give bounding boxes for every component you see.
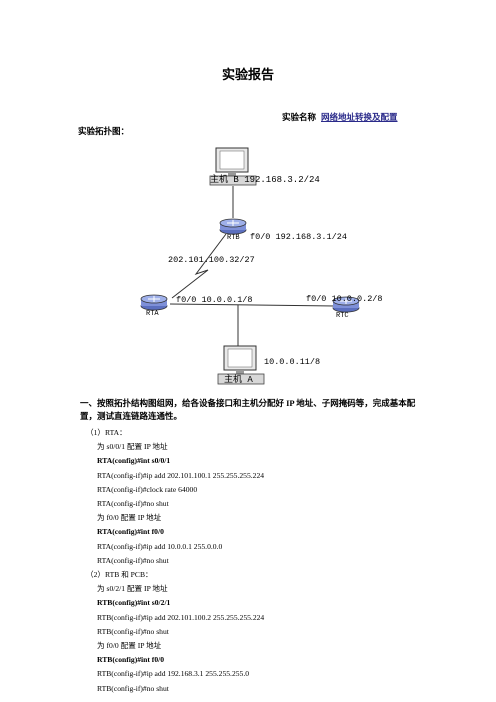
config-command-line: RTB(config-if)#no shut xyxy=(97,626,169,636)
config-command-line: 为 s0/2/1 配置 IP 地址 xyxy=(97,584,168,594)
config-command-line: 为 s0/0/1 配置 IP 地址 xyxy=(97,442,168,452)
config-command-line: RTA(config-if)#ip add 10.0.0.1 255.0.0.0 xyxy=(97,541,223,551)
host-b-computer-icon xyxy=(209,147,257,186)
config-command-line: RTA(config-if)#ip add 202.101.100.1 255.… xyxy=(97,470,265,480)
config-command-line: RTA(config)#int f0/0 xyxy=(97,527,164,537)
config-command-line: RTA(config-if)#no shut xyxy=(97,555,169,565)
host-a-label: 主机 A xyxy=(224,373,253,385)
experiment-name: 实验名称网络地址转换及配置 xyxy=(282,111,398,123)
config-command-line: RTB(config)#int f0/0 xyxy=(97,655,165,665)
config-command-line: RTB(config-if)#ip add 192.168.3.1 255.25… xyxy=(97,669,250,679)
rtc-iface-label: f0/0 10.0.0.2/8 xyxy=(306,294,383,304)
config-command-line: 为 f0/0 配置 IP 地址 xyxy=(97,513,162,523)
host-a-ip-label: 10.0.0.11/8 xyxy=(264,357,320,367)
config-command-line: RTB(config-if)#no shut xyxy=(97,683,169,693)
serial-link xyxy=(171,233,227,299)
rtb-label: RTB xyxy=(227,234,240,242)
rtc-label: RTC xyxy=(336,312,349,320)
config-command-line: RTA(config-if)#no shut xyxy=(97,499,169,508)
topology-label: 实验拓扑图： xyxy=(78,126,130,136)
config-command-line: RTA(config-if)#clock rate 64000 xyxy=(97,484,198,494)
rtb-iface-label: f0/0 192.168.3.1/24 xyxy=(250,232,347,242)
experiment-name-label: 实验名称 xyxy=(282,112,317,122)
topology-diagram: 主机 B 192.168.3.2/24 RTB f0/0 192.168.3.1… xyxy=(140,147,383,385)
ethernet-link xyxy=(169,303,336,307)
config-command-line: RTB(config-if)#ip add 202.101.100.2 255.… xyxy=(97,612,265,622)
rta-router-icon xyxy=(140,294,168,311)
config-step-heading: （1）RTA： xyxy=(86,428,127,437)
config-command-line: RTA(config)#int s0/0/1 xyxy=(97,456,171,466)
section1-title: 一、按照拓扑结构图组网，给各设备接口和主机分配好 IP 地址、子网掩码等，完成基… xyxy=(80,398,416,421)
experiment-name-value: 网络地址转换及配置 xyxy=(321,112,398,122)
config-command-line: RTB(config)#int s0/2/1 xyxy=(97,598,171,608)
host-b-label: 主机 B 192.168.3.2/24 xyxy=(210,173,320,185)
report-title: 实验报告 xyxy=(221,67,274,82)
rta-iface-label: f0/0 10.0.0.1/8 xyxy=(176,295,253,305)
rtc-router-icon xyxy=(332,296,360,313)
rtb-router-icon xyxy=(219,218,247,235)
config-step-heading: （2）RTB 和 PCB： xyxy=(86,570,153,579)
serial-net-label: 202.101.100.32/27 xyxy=(168,255,255,265)
rta-label: RTA xyxy=(146,310,159,318)
host-a-computer-icon xyxy=(217,345,265,385)
config-command-line: 为 f0/0 配置 IP 地址 xyxy=(97,641,162,650)
